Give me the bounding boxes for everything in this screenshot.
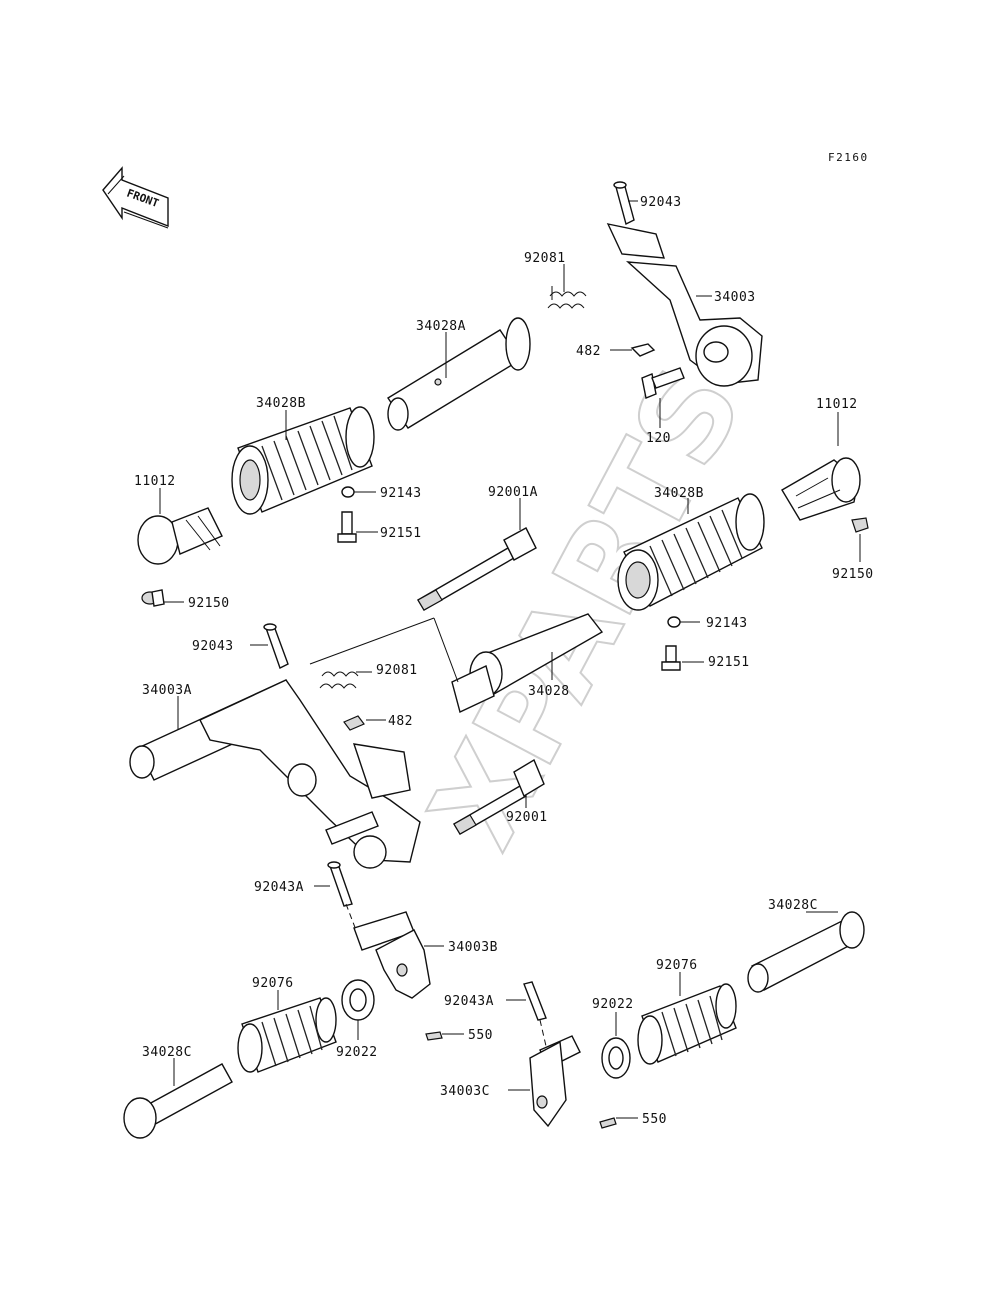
- cotter-550-left: [425, 1031, 443, 1041]
- part-label[interactable]: 92151: [708, 655, 750, 670]
- part-label[interactable]: 34003C: [440, 1084, 490, 1099]
- rubber-92076-left: [237, 997, 337, 1073]
- part-label[interactable]: 482: [388, 714, 413, 729]
- part-label[interactable]: 11012: [134, 474, 176, 489]
- pin-92043A-right: [523, 981, 547, 1021]
- front-arrow-icon: FRONT: [102, 166, 169, 229]
- watermark: XPARTS: [404, 347, 770, 869]
- part-labels: 92043 92081 34003 34028A 482 120 34028B …: [134, 195, 874, 1127]
- footpeg-rubber-34028B-left: [231, 406, 375, 515]
- spring-92081-top: [547, 286, 587, 309]
- part-label[interactable]: 92143: [706, 616, 748, 631]
- bolt-120: [641, 367, 685, 399]
- part-label[interactable]: 92151: [380, 526, 422, 541]
- end-cap-11012-right: [781, 457, 861, 521]
- part-label[interactable]: 11012: [816, 397, 858, 412]
- pin-92043-mid: [263, 623, 289, 669]
- part-label[interactable]: 92150: [188, 596, 230, 611]
- part-label[interactable]: 92001A: [488, 485, 538, 500]
- part-label[interactable]: 92076: [656, 958, 698, 973]
- rubber-92076-right: [637, 983, 737, 1065]
- part-label[interactable]: 34028: [528, 684, 570, 699]
- part-label[interactable]: 92001: [506, 810, 548, 825]
- shaft-34028A: [387, 317, 531, 431]
- pin-92043-top: [613, 181, 635, 226]
- part-label[interactable]: 92022: [592, 997, 634, 1012]
- part-label[interactable]: 92022: [336, 1045, 378, 1060]
- part-label[interactable]: 34003: [714, 290, 756, 305]
- footrest-bracket-34003A: [129, 679, 421, 869]
- bolt-92001: [453, 758, 545, 835]
- peg-34028C-right: [747, 911, 865, 993]
- pin-92043A-left: [327, 861, 353, 907]
- leader-lines: [159, 200, 861, 1119]
- bracket-34003B: [353, 911, 431, 999]
- part-label[interactable]: 34003B: [448, 940, 498, 955]
- bolt-92151-right: [661, 645, 681, 671]
- part-label[interactable]: 92076: [252, 976, 294, 991]
- part-label[interactable]: 34028C: [768, 898, 818, 913]
- screw-92150-left: [141, 589, 165, 607]
- part-label[interactable]: 34028A: [416, 319, 466, 334]
- part-label[interactable]: 92150: [832, 567, 874, 582]
- part-label[interactable]: 120: [646, 431, 671, 446]
- bracket-34003C: [529, 1035, 581, 1128]
- part-label[interactable]: 34028B: [256, 396, 306, 411]
- figure-code: F2160: [828, 151, 869, 164]
- screw-92150-right: [851, 517, 869, 533]
- clip-482-mid: [343, 715, 365, 731]
- part-label[interactable]: 92043: [192, 639, 234, 654]
- part-label[interactable]: 92043: [640, 195, 682, 210]
- part-label[interactable]: 550: [468, 1028, 493, 1043]
- part-label[interactable]: 482: [576, 344, 601, 359]
- part-label[interactable]: 92043A: [254, 880, 304, 895]
- washer-92022-left: [341, 979, 375, 1021]
- cotter-550-right: [599, 1117, 617, 1129]
- peg-34028C-left: [123, 1063, 233, 1139]
- end-cap-11012-left: [137, 507, 223, 565]
- part-label[interactable]: 34003A: [142, 683, 192, 698]
- part-label[interactable]: 92043A: [444, 994, 494, 1009]
- part-label[interactable]: 34028B: [654, 486, 704, 501]
- part-label[interactable]: 92081: [524, 251, 566, 266]
- bolt-92001A: [417, 527, 537, 611]
- washer-92022-right: [601, 1037, 631, 1079]
- collar-92143-right: [667, 616, 681, 628]
- brake-pedal-34003: [606, 223, 763, 387]
- footpeg-rubber-34028B-right: [617, 493, 765, 611]
- bolt-92151-left: [337, 511, 357, 543]
- collar-92143-left: [341, 486, 355, 498]
- part-label[interactable]: 550: [642, 1112, 667, 1127]
- part-label[interactable]: 34028C: [142, 1045, 192, 1060]
- shaft-34028: [451, 613, 604, 713]
- part-label[interactable]: 92081: [376, 663, 418, 678]
- part-label[interactable]: 92143: [380, 486, 422, 501]
- spring-92081-mid: [319, 671, 359, 689]
- clip-482-top: [630, 343, 656, 357]
